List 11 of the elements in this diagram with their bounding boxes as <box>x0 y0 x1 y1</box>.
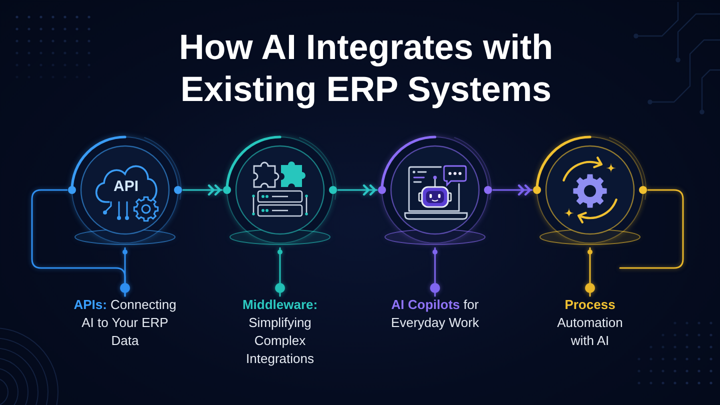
dot-connector <box>430 247 440 297</box>
step-caption: APIs: Connecting AI to Your ERP Data <box>70 296 180 350</box>
step-caption: AI Copilots for Everyday Work <box>385 296 485 332</box>
dot-connector <box>275 247 285 297</box>
title: How AI Integrates with Existing ERP Systems <box>178 27 554 111</box>
connector-line <box>31 189 126 297</box>
cloud-label: API <box>114 179 138 195</box>
step-caption: Process Automation with AI <box>549 296 631 350</box>
connector-line <box>619 189 684 269</box>
dot-connector <box>585 247 595 297</box>
step-caption: Middleware: Simplifying Complex Integrations <box>234 296 326 368</box>
